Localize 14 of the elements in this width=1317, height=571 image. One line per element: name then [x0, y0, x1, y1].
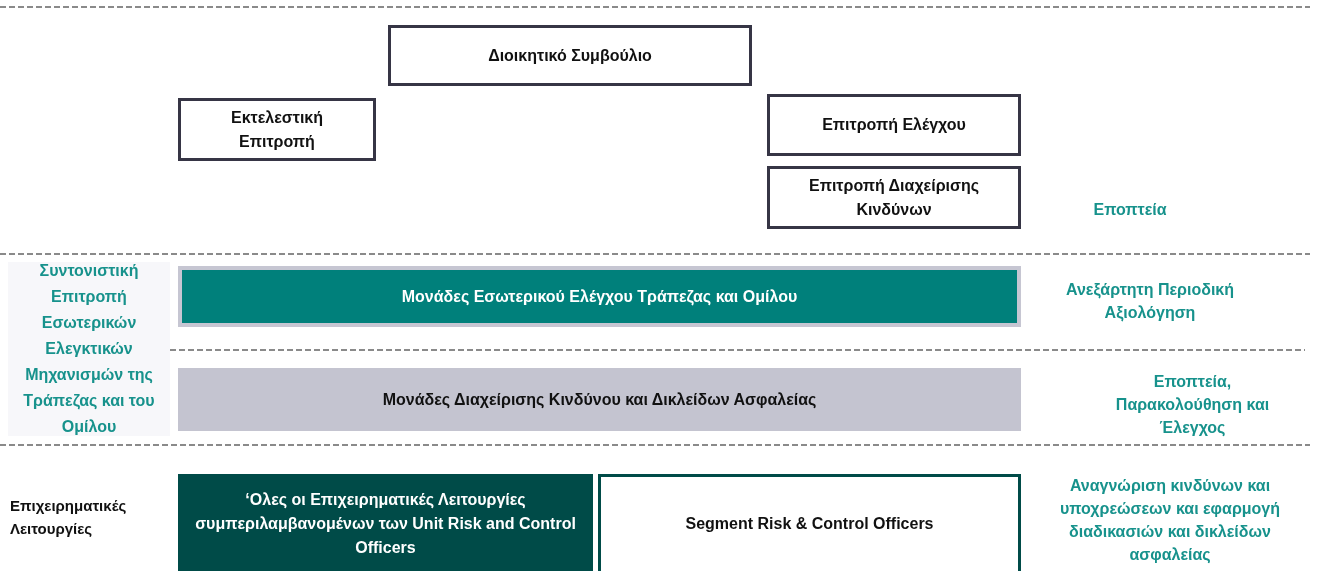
side-label: Επιχειρηματικές Λειτουργίες	[10, 496, 128, 539]
function-box: ‘Ολες οι Επιχειρηματικές Λειτουργίες συμπεριλαμβανομένων των Unit Risk and Control Officers	[178, 474, 593, 571]
side-label: Αναγνώριση κινδύνων και υποχρεώσεων και εφαρμογή διαδικασιών και δικλείδων ασφαλείας	[1058, 476, 1282, 565]
side-label: Ανεξάρτητη Περιοδική Αξιολόγηση	[1064, 280, 1236, 324]
side-label: Εποπτεία	[1092, 200, 1168, 220]
committee-panel: Συντονιστική Επιτροπή Εσωτερικών Ελεγκτικών Μηχανισμών της Τράπεζας και του Ομίλου	[8, 262, 170, 436]
function-box: Segment Risk & Control Officers	[598, 474, 1021, 571]
unit-bar: Μονάδες Εσωτερικού Ελέγχου Τράπεζας και Ομίλου	[178, 266, 1021, 327]
committee-box: Επιτροπή Διαχείρισης Κινδύνων	[767, 166, 1021, 229]
committee-box: Διοικητικό Συμβούλιο	[388, 25, 752, 86]
committee-box: Επιτροπή Ελέγχου	[767, 94, 1021, 156]
unit-bar: Μονάδες Διαχείρισης Κινδύνου και Δικλείδων Ασφαλείας	[178, 368, 1021, 431]
committee-box: Εκτελεστική Επιτροπή	[178, 98, 376, 161]
side-label: Εποπτεία, Παρακολούθηση και Έλεγχος	[1114, 372, 1271, 438]
